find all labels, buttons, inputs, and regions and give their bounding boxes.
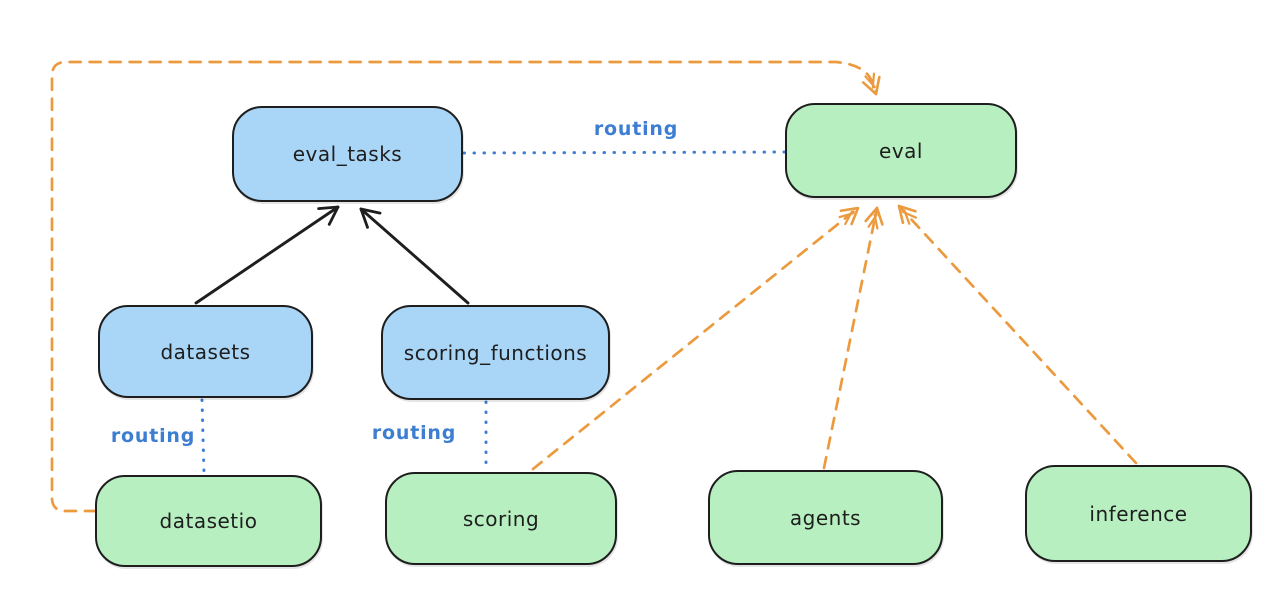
node-inference: inference bbox=[1025, 465, 1252, 562]
node-scoring: scoring bbox=[385, 472, 617, 565]
node-datasets: datasets bbox=[98, 305, 313, 398]
edge-eval-tasks-to-eval-routing bbox=[462, 150, 786, 155]
node-eval-tasks-label: eval_tasks bbox=[292, 142, 403, 166]
node-inference-label: inference bbox=[1089, 501, 1188, 526]
edge-scoring-functions-to-eval-tasks bbox=[359, 207, 470, 305]
edge-label-routing-scoring-functions-scoring: routing bbox=[371, 422, 457, 444]
edge-label-routing-datasets-datasetio: routing bbox=[110, 425, 196, 447]
node-datasets-label: datasets bbox=[160, 339, 251, 364]
node-agents: agents bbox=[708, 470, 943, 565]
edge-inference-to-eval bbox=[897, 204, 1138, 465]
edge-datasetio-to-eval-loop bbox=[50, 60, 881, 513]
node-eval-label: eval bbox=[879, 138, 923, 163]
edge-scoring-to-eval bbox=[531, 206, 860, 471]
node-scoring-functions-label: scoring_functions bbox=[403, 340, 588, 365]
node-scoring-label: scoring bbox=[462, 506, 540, 531]
edge-datasets-to-eval-tasks bbox=[194, 205, 340, 305]
node-eval: eval bbox=[785, 103, 1017, 198]
node-eval-tasks: eval_tasks bbox=[232, 106, 463, 202]
edge-label-routing-eval-tasks-eval: routing bbox=[593, 118, 679, 140]
node-datasetio-label: datasetio bbox=[159, 509, 258, 533]
node-datasetio: datasetio bbox=[95, 475, 322, 567]
node-agents-label: agents bbox=[789, 505, 862, 530]
node-scoring-functions: scoring_functions bbox=[381, 305, 610, 400]
edge-agents-to-eval bbox=[822, 206, 884, 470]
edge-datasets-to-datasetio-routing bbox=[200, 398, 206, 475]
